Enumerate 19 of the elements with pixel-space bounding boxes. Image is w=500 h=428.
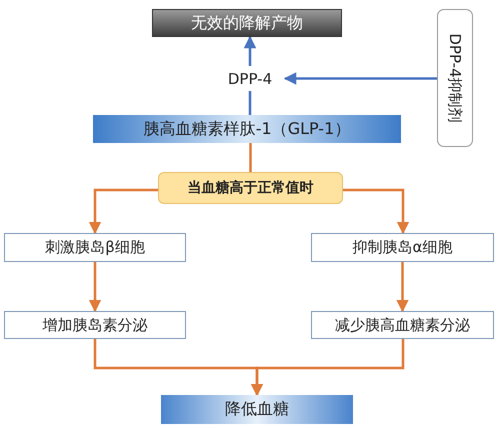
arrow: [396, 262, 409, 312]
inhibitor-box: DPP-4抑制剂: [437, 9, 473, 147]
condition-box: 当血糖高于正常值时: [158, 172, 343, 204]
process-box: 减少胰高血糖素分泌: [311, 311, 494, 339]
arrow: [250, 339, 404, 396]
connector-line: [249, 143, 252, 172]
arrow: [244, 36, 256, 66]
hormone-banner: 胰高血糖素样肽-1（GLP-1）: [93, 115, 401, 143]
result-box: 无效的降解产物: [152, 9, 342, 37]
arrow: [343, 188, 410, 234]
connector-line: [248, 91, 252, 115]
process-box: 抑制胰岛α细胞: [311, 233, 494, 262]
outcome-box: 降低血糖: [161, 395, 353, 424]
arrow: [284, 72, 437, 85]
arrow: [88, 262, 102, 312]
process-box: 刺激胰岛β细胞: [4, 233, 186, 262]
arrow: [88, 188, 158, 234]
process-box: 增加胰岛素分泌: [4, 311, 186, 339]
enzyme-label: DPP-4: [215, 66, 285, 91]
